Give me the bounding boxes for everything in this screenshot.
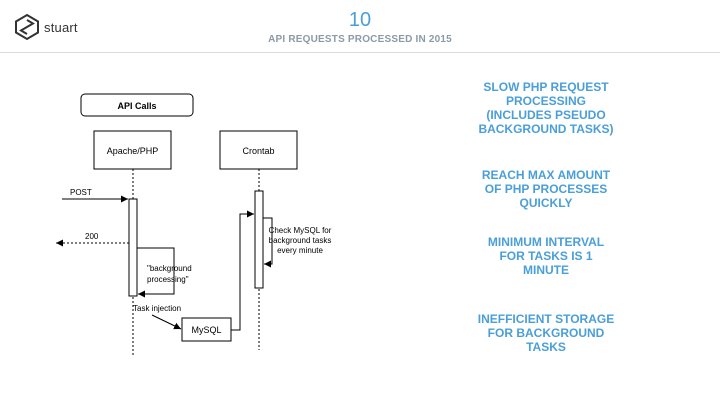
background-note-line2: processing" [147, 275, 189, 284]
point-slow-php: SLOW PHP REQUEST PROCESSING (INCLUDES PS… [478, 80, 614, 136]
background-note-line1: "background [147, 264, 192, 273]
api-calls-group-box [80, 93, 194, 117]
crontab-activation-bar [254, 190, 264, 289]
crontab-lane-box [219, 130, 298, 170]
point-inefficient-storage: INEFFICIENT STORAGE FOR BACKGROUND TASKS [477, 312, 615, 354]
point-max-processes: REACH MAX AMOUNT OF PHP PROCESSES QUICKL… [481, 168, 611, 210]
slide-header: stuart 10 API REQUESTS PROCESSED IN 2015 [0, 0, 720, 53]
stuart-logo-icon [15, 13, 39, 41]
response-200-label: 200 [85, 232, 99, 241]
check-mysql-self-call [263, 217, 273, 268]
logo-text: stuart [44, 19, 78, 35]
task-injection-label: Task injection [133, 304, 181, 313]
api-calls-label: API Calls [117, 101, 156, 111]
task-injection-arrow [151, 314, 182, 330]
apache-activation-bar [128, 198, 138, 297]
check-note-line2: background tasks [269, 236, 332, 245]
slide-title: API REQUESTS PROCESSED IN 2015 [268, 34, 452, 45]
mysql-to-crontab-arrow [231, 210, 254, 331]
check-note-line3: every minute [277, 246, 323, 255]
mysql-label: MySQL [191, 325, 221, 335]
point-min-interval: MINIMUM INTERVAL FOR TASKS IS 1 MINUTE [487, 235, 605, 277]
stuart-logo: stuart [14, 13, 78, 41]
apache-php-label: Apache/PHP [107, 146, 159, 156]
crontab-label: Crontab [242, 146, 274, 156]
slide-number: 10 [348, 9, 372, 31]
check-note-line1: Check MySQL for [269, 226, 332, 235]
background-processing-self-call [137, 247, 175, 298]
post-label: POST [70, 188, 92, 197]
